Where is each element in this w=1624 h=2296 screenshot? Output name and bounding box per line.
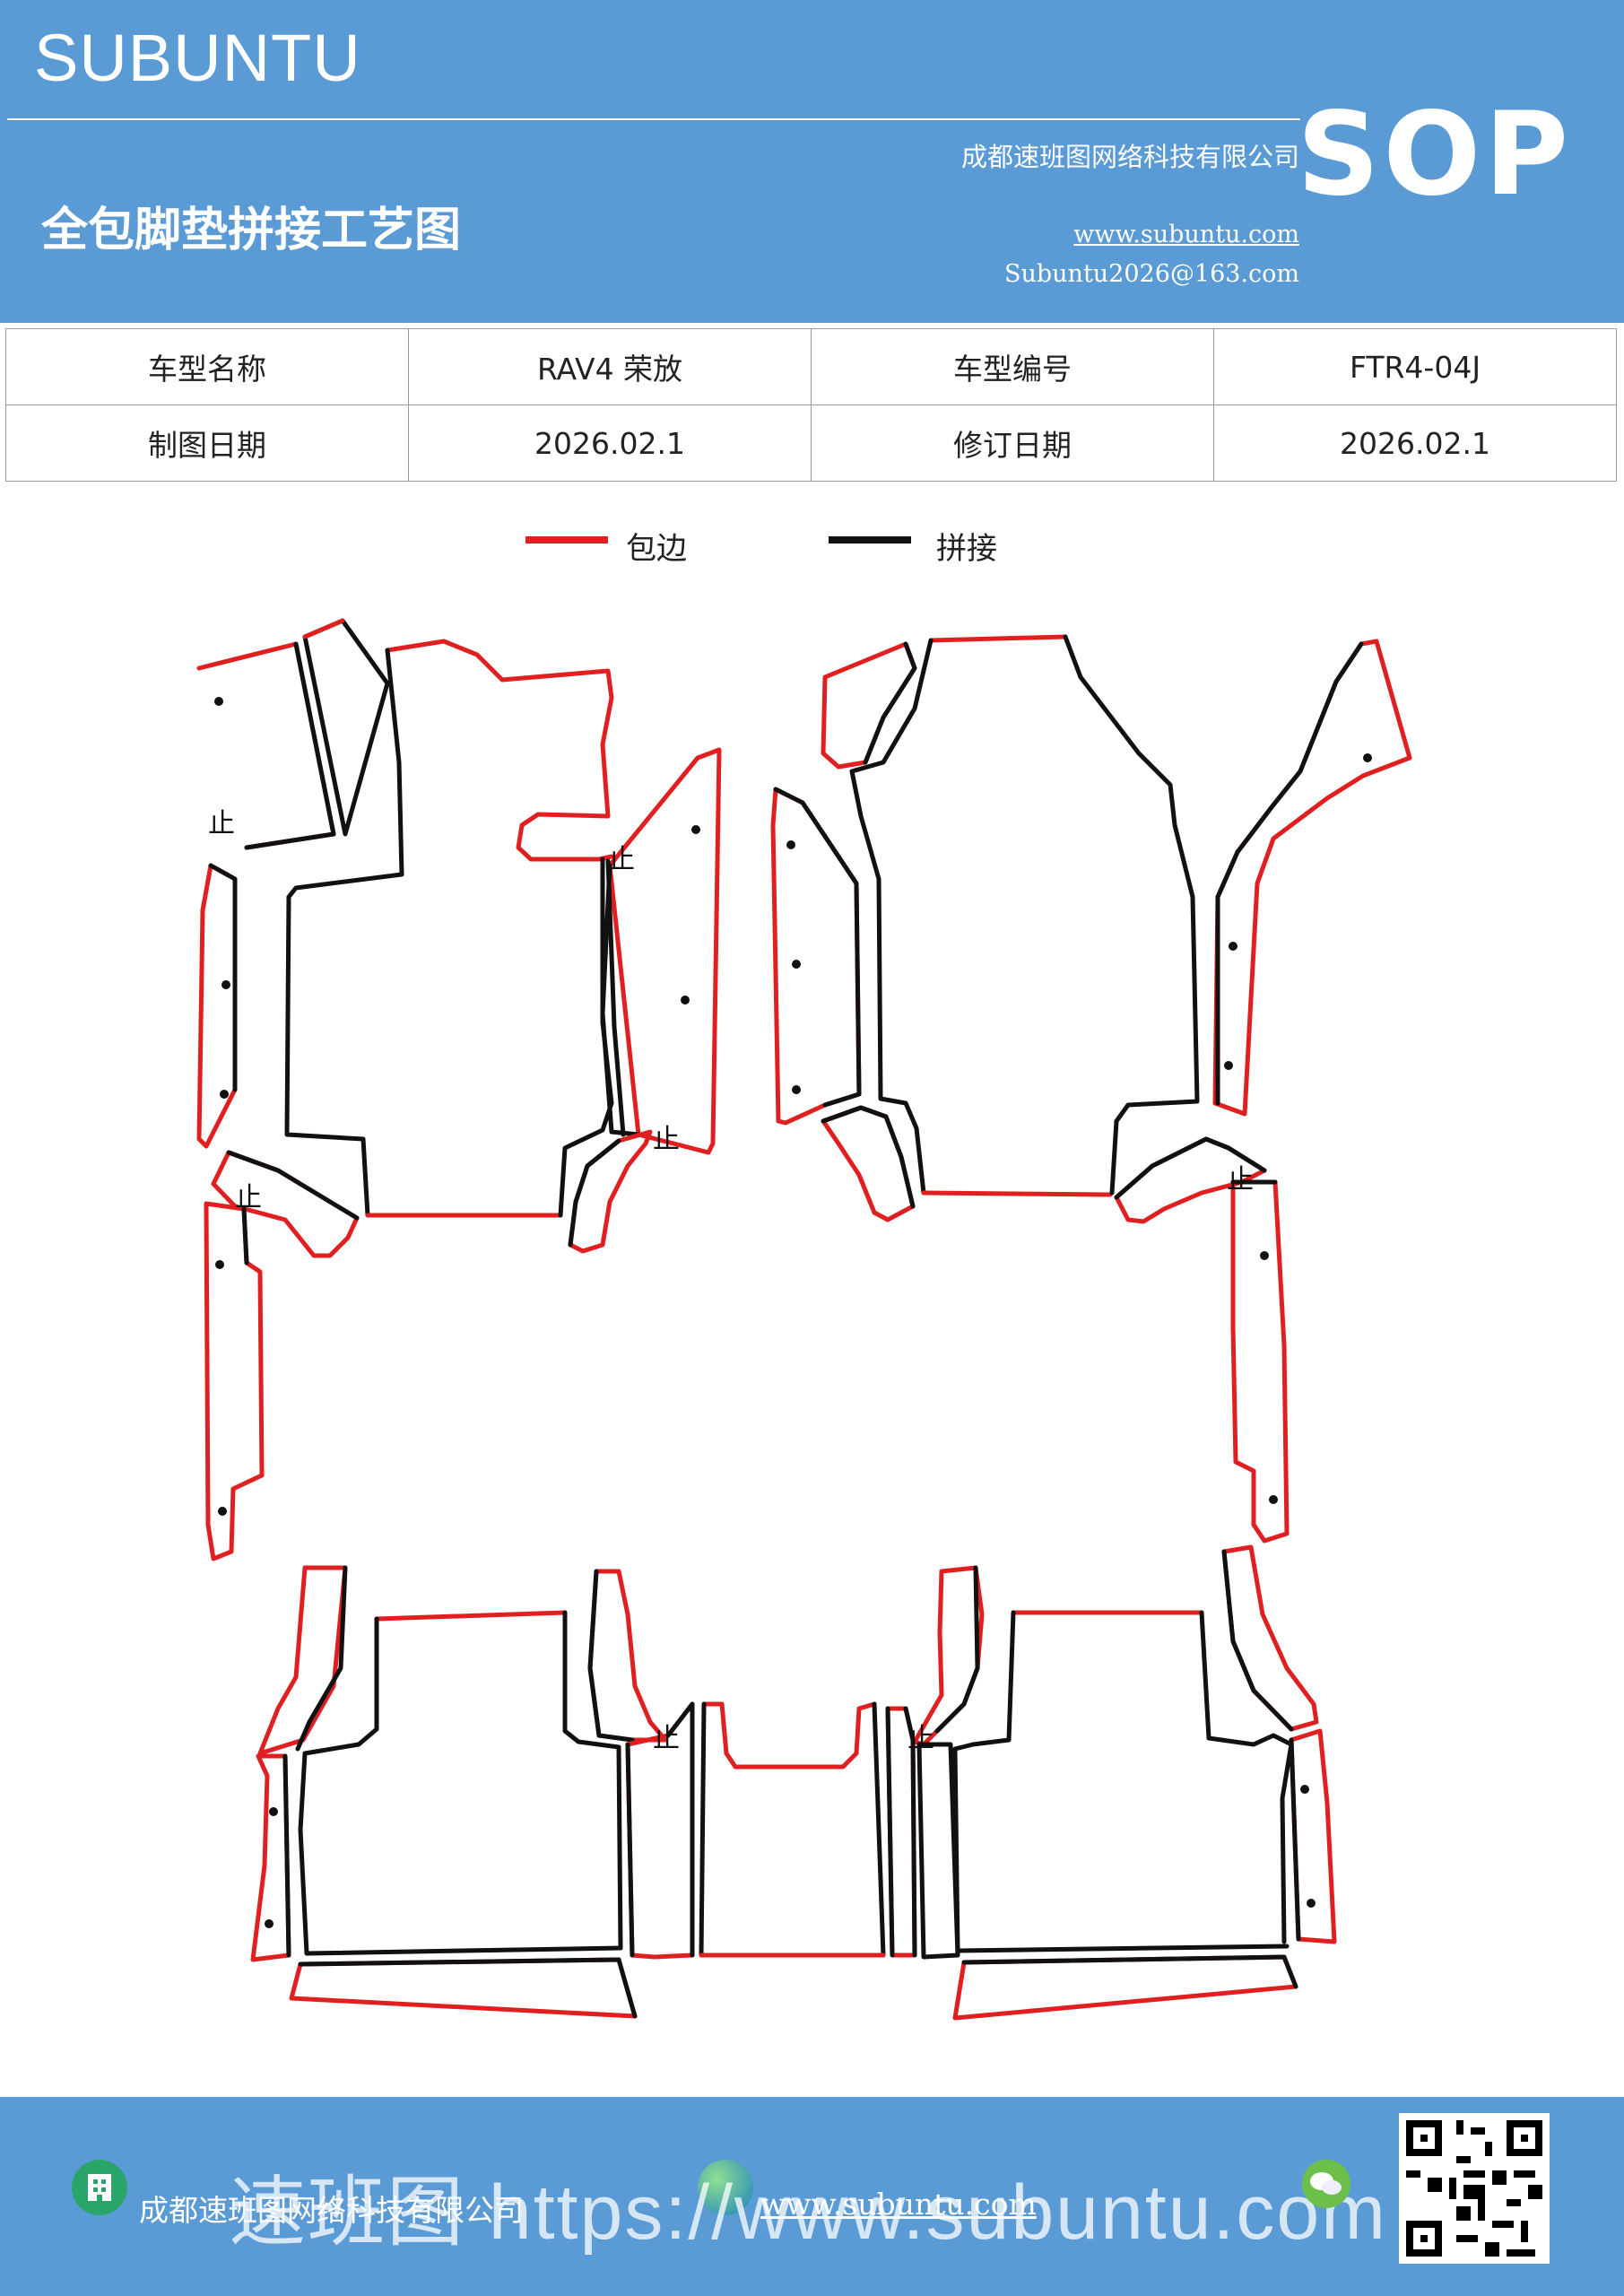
wechat-icon xyxy=(1302,2160,1350,2208)
table-cell: 车型名称 xyxy=(5,328,409,405)
legend-edge-label: 包边 xyxy=(626,531,687,567)
brand-logo-text: SUBUNTU xyxy=(34,21,361,95)
stop-mark: 止 xyxy=(1227,1164,1254,1196)
qr-code-icon xyxy=(1399,2113,1550,2264)
rear-middle-mat xyxy=(699,1701,886,1958)
company-name: 成都速班图网络科技有限公司 xyxy=(960,142,1299,172)
stop-mark: 止 xyxy=(235,1182,262,1213)
rear-left-mat-group xyxy=(250,1565,695,2019)
page-footer: 成都速班图网络科技有限公司 www.subuntu.com 速班图 https:… xyxy=(0,2097,1624,2296)
legend-join-label: 拼接 xyxy=(936,531,997,567)
page-header: SUBUNTU 全包脚垫拼接工艺图 成都速班图网络科技有限公司 www.subu… xyxy=(0,0,1624,323)
table-cell: 2026.02.1 xyxy=(408,404,812,482)
stop-mark: 止 xyxy=(908,1723,934,1754)
footer-website[interactable]: www.subuntu.com xyxy=(760,2187,1037,2222)
sop-badge: SOP xyxy=(1297,88,1572,222)
building-icon xyxy=(72,2160,127,2215)
legend-join-swatch xyxy=(829,536,911,544)
stop-mark: 止 xyxy=(653,1723,680,1754)
stop-mark: 止 xyxy=(653,1124,680,1155)
table-cell: 制图日期 xyxy=(5,404,409,482)
website-link[interactable]: www.subuntu.com xyxy=(1073,221,1299,248)
legend-edge-swatch xyxy=(525,536,608,544)
legend: 包边 拼接 xyxy=(0,524,1624,578)
footer-watermark-text: 速班图 https://www.subuntu.com xyxy=(229,2170,1387,2256)
stop-mark: 止 xyxy=(608,844,635,875)
table-row: 车型名称 RAV4 荣放 车型编号 FTR4-04J xyxy=(5,328,1617,405)
page-title: 全包脚垫拼接工艺图 xyxy=(41,204,462,257)
table-row: 制图日期 2026.02.1 修订日期 2026.02.1 xyxy=(5,404,1617,482)
rear-right-mat-group xyxy=(885,1544,1337,2021)
footer-company: 成都速班图网络科技有限公司 xyxy=(139,2193,524,2228)
stop-mark: 止 xyxy=(208,808,235,839)
table-cell: RAV4 荣放 xyxy=(408,328,812,405)
globe-icon xyxy=(698,2160,753,2215)
table-cell: 修订日期 xyxy=(811,404,1214,482)
header-divider xyxy=(7,118,1300,120)
stop-marks: 止 止 止 止 止 止 止 xyxy=(208,808,1254,1754)
table-cell: 车型编号 xyxy=(811,328,1214,405)
table-cell: 2026.02.1 xyxy=(1213,404,1617,482)
floor-mat-diagram: 止 止 止 止 止 止 止 xyxy=(196,618,1412,2021)
front-right-mat-group xyxy=(770,634,1412,1544)
front-left-mat-group xyxy=(196,618,722,1561)
table-cell: FTR4-04J xyxy=(1213,328,1617,405)
email-address: Subuntu2026@163.com xyxy=(1004,260,1299,288)
positioning-dots xyxy=(214,697,1372,1928)
vehicle-info-table: 车型名称 RAV4 荣放 车型编号 FTR4-04J 制图日期 2026.02.… xyxy=(5,328,1617,482)
